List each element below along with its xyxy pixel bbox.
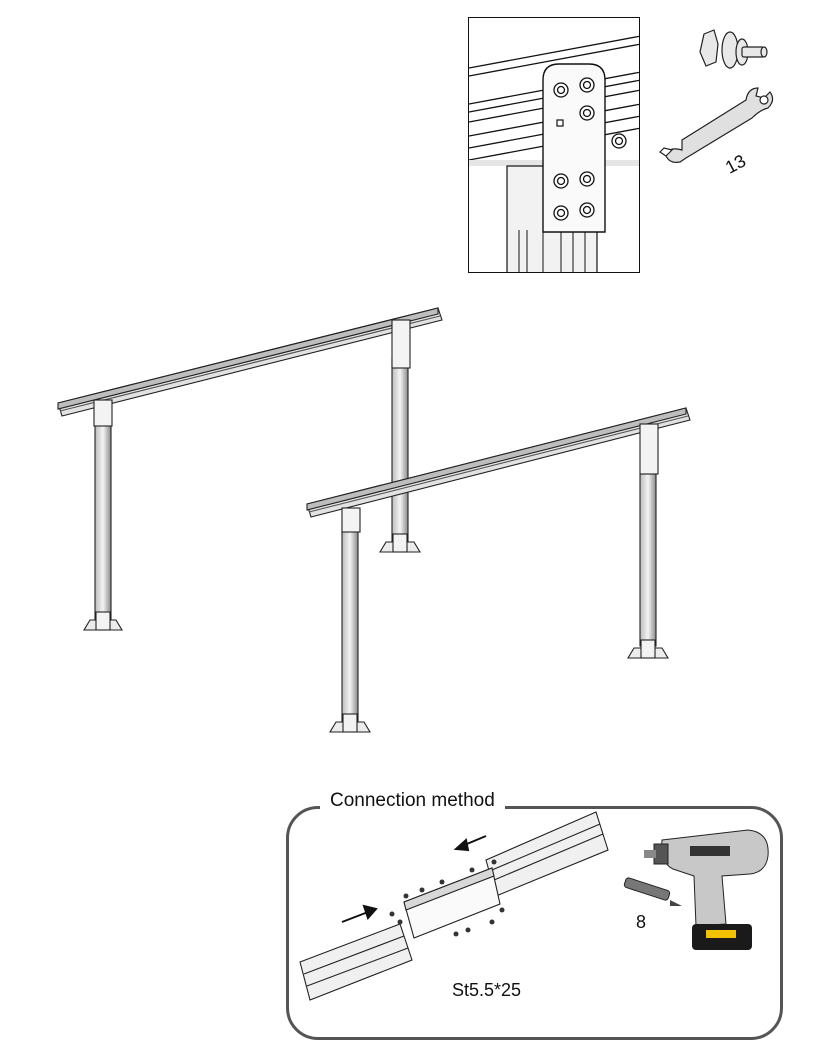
drill-bit-icon	[623, 877, 682, 906]
front-frame	[306, 407, 691, 733]
connection-method-title: Connection method	[330, 790, 495, 811]
detail-view-panel	[468, 17, 640, 273]
bolt-nut-washer-icon	[699, 29, 768, 69]
screw-spec-label: St5.5*25	[452, 980, 522, 1000]
connection-method-panel	[286, 806, 783, 1040]
back-frame	[57, 307, 443, 631]
connection-diagram	[299, 811, 609, 1001]
assembly-frames-drawing	[57, 307, 691, 733]
tool-icons	[659, 29, 774, 163]
drill-bit-size-label: 8	[636, 912, 647, 932]
cordless-drill-icon	[623, 829, 769, 950]
connection-title-wrap: Connection method	[320, 790, 505, 812]
wrench-icon	[659, 87, 774, 163]
bolted-plate-detail-drawing	[469, 35, 639, 272]
